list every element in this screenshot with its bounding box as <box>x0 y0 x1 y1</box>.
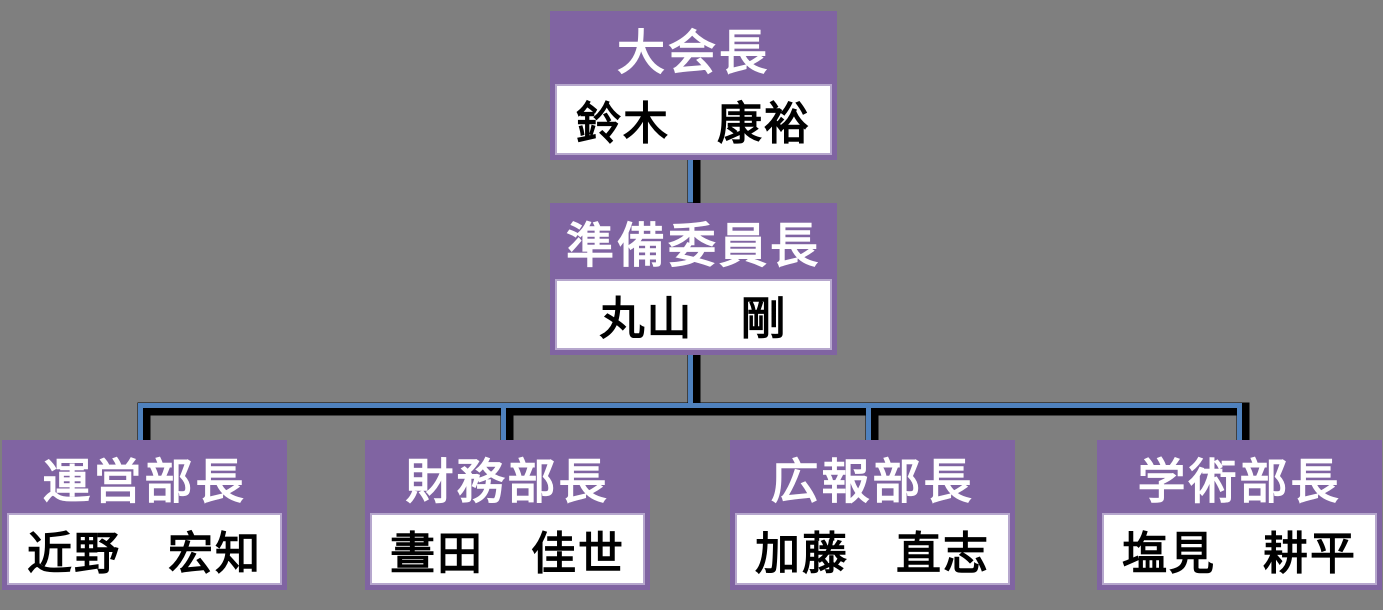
org-node-academic: 学術部長 塩見 耕平 <box>1097 440 1382 590</box>
role-title: 広報部長 <box>770 455 975 509</box>
org-node-chair: 準備委員長 丸山 剛 <box>550 203 837 355</box>
person-name: 近野 宏知 <box>7 513 282 585</box>
org-node-finance: 財務部長 晝田 佳世 <box>365 440 650 590</box>
role-title: 運営部長 <box>42 455 247 509</box>
org-node-operations: 運営部長 近野 宏知 <box>2 440 287 590</box>
person-name: 丸山 剛 <box>555 279 832 350</box>
org-node-president: 大会長 鈴木 康裕 <box>550 11 837 160</box>
role-title: 財務部長 <box>405 455 610 509</box>
org-node-pr: 広報部長 加藤 直志 <box>730 440 1015 590</box>
role-title: 学術部長 <box>1137 455 1342 509</box>
person-name: 塩見 耕平 <box>1102 513 1377 585</box>
person-name: 加藤 直志 <box>735 513 1010 585</box>
role-title: 大会長 <box>616 26 770 80</box>
person-name: 鈴木 康裕 <box>555 84 832 155</box>
person-name: 晝田 佳世 <box>370 513 645 585</box>
role-title: 準備委員長 <box>565 220 821 273</box>
